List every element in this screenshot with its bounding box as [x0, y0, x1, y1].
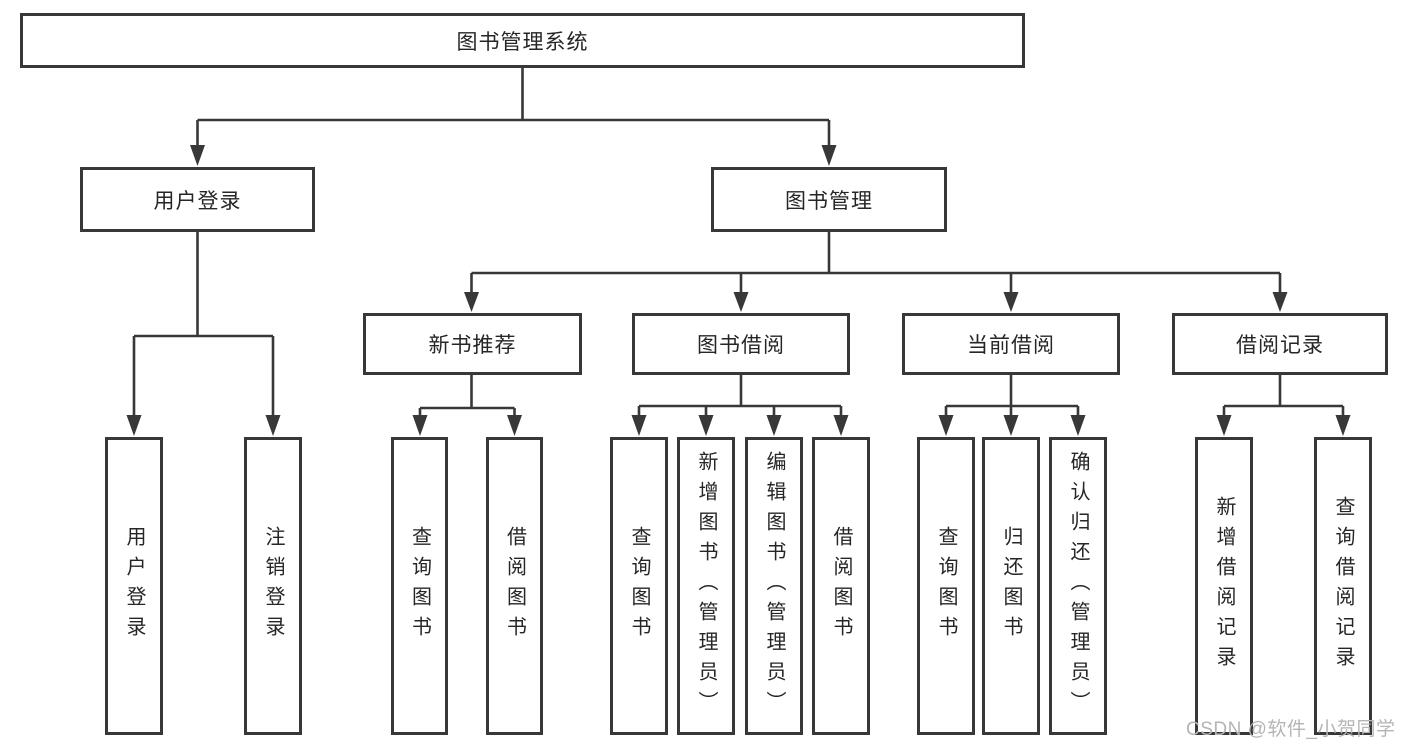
leaf-confirm-return-admin: 确认归还（管理员） — [1049, 437, 1107, 735]
node-root-label: 图书管理系统 — [456, 30, 589, 54]
node-new-book-recommend-label: 新书推荐 — [428, 334, 517, 357]
leaf-logout: 注销登录 — [244, 437, 302, 735]
node-book-management: 图书管理 — [711, 167, 947, 232]
node-current-borrow-label: 当前借阅 — [967, 334, 1055, 357]
leaf-user-login: 用户登录 — [105, 437, 163, 735]
node-borrow-records: 借阅记录 — [1172, 313, 1388, 375]
leaf-query-borrow-record: 查询借阅记录 — [1314, 437, 1372, 735]
arrowheads — [126, 145, 1351, 436]
watermark: CSDN @软件_小贺同学 — [1186, 719, 1396, 740]
leaf-query-books-current-label: 查询图书 — [935, 526, 957, 646]
leaf-edit-book-admin: 编辑图书（管理员） — [745, 437, 803, 735]
leaf-add-book-admin-label: 新增图书（管理员） — [695, 451, 717, 721]
node-new-book-recommend: 新书推荐 — [363, 313, 582, 375]
leaf-add-borrow-record: 新增借阅记录 — [1195, 437, 1253, 735]
leaf-return-book: 归还图书 — [982, 437, 1040, 735]
leaf-borrow-books-label: 借阅图书 — [830, 526, 852, 646]
leaf-logout-label: 注销登录 — [262, 526, 284, 646]
node-user-login-label: 用户登录 — [153, 189, 242, 213]
node-borrow-records-label: 借阅记录 — [1236, 334, 1324, 357]
node-user-login: 用户登录 — [80, 167, 315, 232]
leaf-query-books-recommend-label: 查询图书 — [408, 526, 431, 646]
leaf-query-books-borrow-label: 查询图书 — [628, 526, 650, 646]
node-book-borrow: 图书借阅 — [632, 313, 850, 375]
leaf-query-borrow-record-label: 查询借阅记录 — [1332, 496, 1354, 676]
leaf-borrow-books: 借阅图书 — [812, 437, 870, 735]
node-book-borrow-label: 图书借阅 — [697, 334, 785, 357]
leaf-confirm-return-admin-label: 确认归还（管理员） — [1067, 451, 1089, 721]
leaf-add-borrow-record-label: 新增借阅记录 — [1213, 496, 1235, 676]
leaf-borrow-books-recommend: 借阅图书 — [486, 437, 543, 735]
leaf-query-books-borrow: 查询图书 — [610, 437, 668, 735]
leaf-query-books-recommend: 查询图书 — [391, 437, 448, 735]
leaf-add-book-admin: 新增图书（管理员） — [677, 437, 735, 735]
leaf-borrow-books-recommend-label: 借阅图书 — [503, 526, 526, 646]
node-root: 图书管理系统 — [20, 13, 1025, 68]
node-book-management-label: 图书管理 — [785, 189, 873, 213]
leaf-user-login-label: 用户登录 — [123, 526, 145, 646]
node-current-borrow: 当前借阅 — [902, 313, 1120, 375]
leaf-edit-book-admin-label: 编辑图书（管理员） — [763, 451, 785, 721]
leaf-query-books-current: 查询图书 — [917, 437, 975, 735]
leaf-return-book-label: 归还图书 — [1000, 526, 1022, 646]
